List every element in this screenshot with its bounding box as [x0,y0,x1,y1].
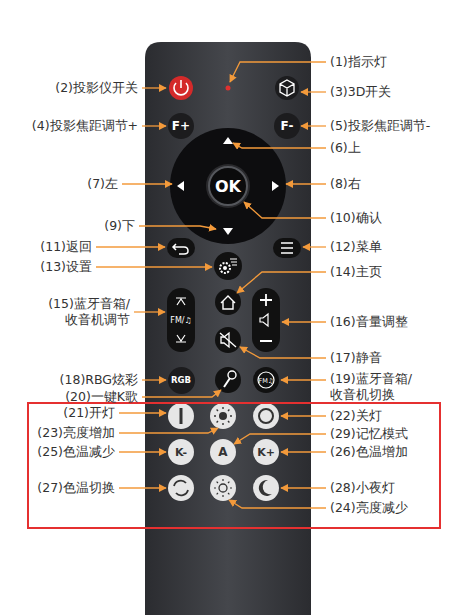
remote-button: K- [168,439,194,465]
callout-label: (18)RBG炫彩 [60,372,138,388]
callout-label: (1)指示灯 [330,54,387,70]
button-label: K+ [257,446,275,459]
remote-button: K+ [253,439,279,465]
callout-label: (10)确认 [330,210,382,226]
callout-label: (20)一键K歌 [65,389,138,405]
callout-label: (7)左 [87,176,118,192]
callout-label: (17)静音 [330,350,382,366]
callout-label: (28)小夜灯 [330,480,395,496]
callout-label: (29)记忆模式 [330,426,408,442]
remote-button: OK [208,166,248,206]
svg-text:FM/♫: FM/♫ [170,316,191,325]
callout-label: (3)3D开关 [330,84,391,100]
callout-label: (25)色温减少 [37,444,115,460]
button-label: OK [215,177,241,196]
button-label: A [218,445,227,459]
callout-label: (4)投影焦距调节+ [32,118,138,134]
callout-label: (13)设置 [40,259,92,275]
callout-label: (26)色温增加 [330,444,408,460]
callout-label: (9)下 [104,218,135,234]
remote-button: A [210,439,236,465]
button-label: F- [281,119,294,133]
callout-label: (22)关灯 [330,408,382,424]
callout-label: (2)投影仪开关 [55,80,138,96]
callout-label: (5)投影焦距调节- [330,118,430,134]
callout-label: (16)音量调整 [330,314,408,330]
remote-button: F+ [168,113,194,139]
remote-button: F- [274,113,300,139]
callout-label: (24)亮度减少 [330,500,408,516]
button-label: RGB [171,375,191,385]
callout-label: (8)右 [330,176,361,192]
callout-label: (12)菜单 [330,239,382,255]
callout-label: (14)主页 [330,264,382,280]
button-label: F+ [172,119,190,133]
callout-label: (23)亮度增加 [37,425,115,441]
callout-label: (21)开灯 [63,405,115,421]
svg-text:FM♫: FM♫ [258,377,273,385]
remote-button: RGB [168,367,195,394]
callout-label: (19)蓝牙音箱/ 收音机切换 [330,371,422,402]
callout-label: (6)上 [330,140,361,156]
callout-label: (27)色温切换 [37,480,115,496]
button-label: K- [175,446,187,459]
callout-label: (11)返回 [40,239,92,255]
callout-label: (15)蓝牙音箱/ 收音机调节 [38,296,130,327]
